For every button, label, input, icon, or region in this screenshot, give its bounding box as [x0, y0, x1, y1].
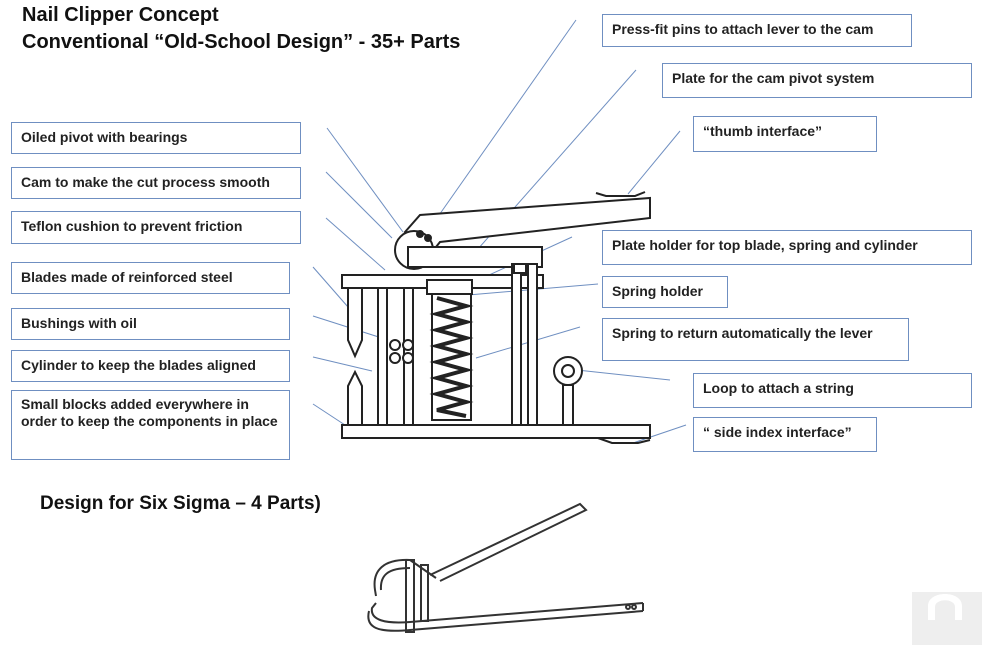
- title-line-2: Conventional “Old-School Design” - 35+ P…: [22, 31, 461, 53]
- label-small-blocks: Small blocks added everywhere in order t…: [11, 390, 290, 460]
- label-press-fit-pins: Press-fit pins to attach lever to the ca…: [602, 14, 912, 47]
- label-cam: Cam to make the cut process smooth: [11, 167, 301, 199]
- label-bushings: Bushings with oil: [11, 308, 290, 340]
- label-teflon-cushion: Teflon cushion to prevent friction: [11, 211, 301, 244]
- label-thumb-interface: “thumb interface”: [693, 116, 877, 152]
- spring-coils: [429, 296, 474, 418]
- label-spring: Spring to return automatically the lever: [602, 318, 909, 361]
- old-school-clipper-drawing: [341, 191, 651, 444]
- lock-watermark-icon: [912, 592, 982, 645]
- six-sigma-subtitle: Design for Six Sigma – 4 Parts): [40, 493, 321, 514]
- label-blades: Blades made of reinforced steel: [11, 262, 290, 294]
- six-sigma-clipper-drawing: [367, 502, 644, 633]
- label-spring-holder: Spring holder: [602, 276, 728, 308]
- label-oiled-pivot: Oiled pivot with bearings: [11, 122, 301, 154]
- label-plate-holder: Plate holder for top blade, spring and c…: [602, 230, 972, 265]
- title-line-1: Nail Clipper Concept: [22, 4, 219, 26]
- label-cam-plate: Plate for the cam pivot system: [662, 63, 972, 98]
- label-side-index: “ side index interface”: [693, 417, 877, 452]
- label-cylinder: Cylinder to keep the blades aligned: [11, 350, 290, 382]
- label-loop: Loop to attach a string: [693, 373, 972, 408]
